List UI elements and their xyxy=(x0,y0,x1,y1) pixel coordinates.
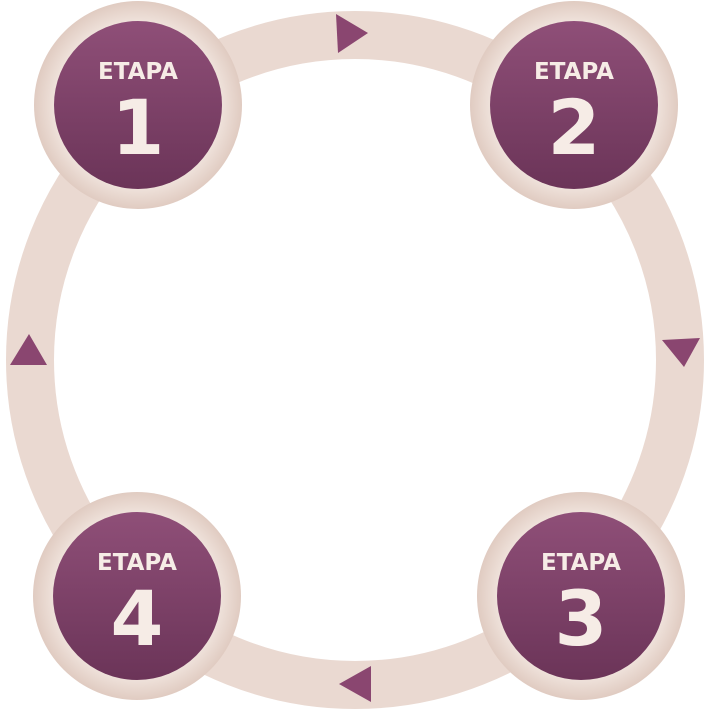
stage-number: 4 xyxy=(111,574,164,663)
triangle-arrow-icon xyxy=(10,334,47,365)
stage-number: 3 xyxy=(555,574,608,663)
stage-2-node: ETAPA 2 xyxy=(470,1,678,209)
stage-badge xyxy=(490,21,658,189)
triangle-arrow-icon xyxy=(339,666,371,702)
stage-label: ETAPA xyxy=(97,550,177,576)
stage-label: ETAPA xyxy=(541,550,621,576)
stage-1-node: ETAPA 1 xyxy=(34,1,242,209)
stage-4-node: ETAPA 4 xyxy=(33,492,241,700)
stage-label: ETAPA xyxy=(98,59,178,85)
stage-number: 2 xyxy=(548,83,601,172)
stage-3-node: ETAPA 3 xyxy=(477,492,685,700)
triangle-arrow-icon xyxy=(336,14,368,53)
stage-badge xyxy=(54,21,222,189)
stage-number: 1 xyxy=(112,83,165,172)
triangle-arrow-icon xyxy=(662,338,700,367)
stage-label: ETAPA xyxy=(534,59,614,85)
stage-badge xyxy=(53,512,221,680)
stage-badge xyxy=(497,512,665,680)
